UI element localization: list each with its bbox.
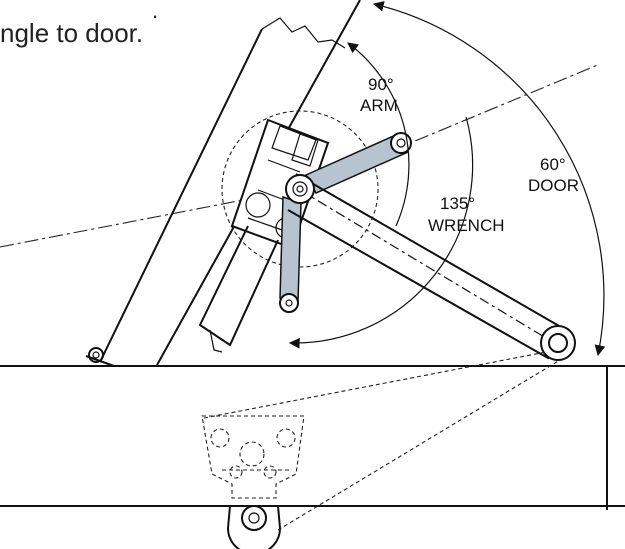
arc-60-door	[372, 1, 606, 357]
hinge-icon	[85, 347, 115, 367]
caption-dot: .	[152, 0, 159, 23]
label-wrench-angle: 135°	[440, 194, 475, 213]
linkage-dashed-1	[203, 351, 547, 419]
door-frame	[0, 365, 625, 510]
label-arm-angle: 90°	[368, 75, 394, 94]
wrench-arm	[285, 173, 576, 361]
label-wrench: WRENCH	[428, 216, 505, 235]
label-door-angle: 60°	[540, 155, 566, 174]
closer-body	[198, 118, 330, 353]
label-arm: ARM	[360, 96, 398, 115]
caption-text: ngle to door.	[0, 18, 144, 48]
label-door: DOOR	[528, 176, 579, 195]
pivot-shoe	[226, 505, 282, 549]
mounting-plate	[201, 415, 305, 499]
linkage-dashed-2	[277, 359, 561, 531]
